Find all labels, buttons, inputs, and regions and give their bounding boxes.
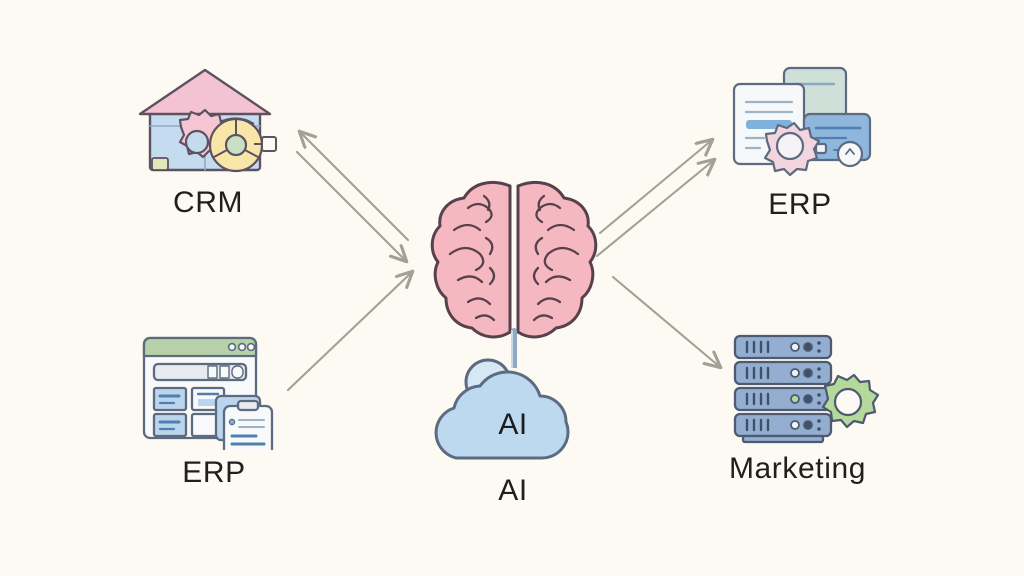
gear-shape xyxy=(821,373,879,429)
node-label-ai: AI xyxy=(498,474,528,507)
house-gear-dial-icon xyxy=(138,68,277,173)
arrow-erp-bottom-to-brain xyxy=(286,272,412,392)
node-marketing[interactable]: Marketing xyxy=(690,326,905,486)
cloud-inner-text: AI xyxy=(498,408,528,441)
server-rack-gear-icon xyxy=(733,334,879,444)
marketing-icon-wrap xyxy=(713,326,883,446)
node-label-crm: CRM xyxy=(172,186,244,219)
node-label-erp-top: ERP xyxy=(768,188,832,221)
brain-stem xyxy=(511,328,517,368)
node-ai-cloud[interactable]: AI AI xyxy=(418,358,608,508)
erp-bottom-icon-wrap xyxy=(134,330,294,450)
node-erp-bottom[interactable]: ERP xyxy=(124,330,304,490)
brain-icon-wrap xyxy=(424,168,604,368)
documents-gear-card-icon xyxy=(732,66,872,177)
crm-icon-wrap xyxy=(128,60,288,180)
node-erp-top[interactable]: ERP xyxy=(700,62,900,222)
gear-shape xyxy=(763,121,821,177)
brain-icon xyxy=(430,181,598,368)
node-label-marketing: Marketing xyxy=(728,452,867,485)
erp-top-icon-wrap xyxy=(720,62,880,182)
node-label-erp-bottom: ERP xyxy=(182,456,246,489)
node-crm[interactable]: CRM xyxy=(118,60,298,220)
browser-window-document-icon xyxy=(142,336,274,450)
dial-shape xyxy=(208,117,277,173)
arrow-crm-to-brain xyxy=(295,132,410,261)
node-brain-center[interactable] xyxy=(424,168,604,368)
ai-cloud-icon-wrap: AI xyxy=(418,358,608,468)
arrow-brain-to-erp-top xyxy=(595,140,714,258)
cloud-icon xyxy=(434,358,570,460)
